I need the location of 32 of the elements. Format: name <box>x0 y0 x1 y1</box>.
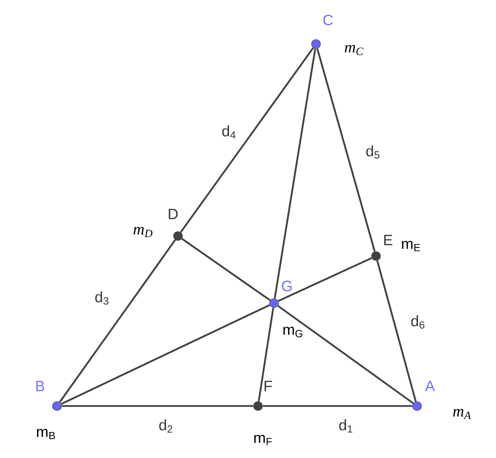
mass-label: m$_{C}$ <box>344 44 364 56</box>
point-label: E <box>384 234 392 246</box>
line-segment <box>60 304 270 405</box>
segment-label: d$_{1}$ <box>338 418 354 434</box>
line-segment <box>258 308 274 402</box>
line-segment <box>59 239 176 403</box>
line-segment <box>262 405 412 407</box>
line-segment <box>277 305 414 404</box>
mass-label: m$_{G}$ <box>283 326 302 338</box>
mass-label: m$_{D}$ <box>134 226 152 238</box>
line-segment <box>316 48 376 252</box>
line-segment <box>278 257 372 302</box>
segment-label: d$_{4}$ <box>220 124 238 140</box>
point-label: B <box>36 380 44 392</box>
point-label: F <box>264 380 272 392</box>
mass-label: m$_{E}$ <box>402 240 420 252</box>
point-label: G <box>282 280 292 292</box>
point-label: D <box>168 208 178 220</box>
segment-label: d$_{6}$ <box>410 314 426 330</box>
line-segment <box>376 260 417 402</box>
line-segment <box>274 48 316 298</box>
segment-label: d$_{5}$ <box>364 144 382 160</box>
mass-label: m$_{A}$ <box>453 408 471 420</box>
segment-label: d$_{2}$ <box>158 418 174 434</box>
mass-label: m$_{F}$ <box>254 434 272 446</box>
line-segment <box>181 238 271 301</box>
line-segment <box>180 47 314 233</box>
segment-label: d$_{3}$ <box>94 290 110 306</box>
point-label: A <box>425 380 435 392</box>
line-segment <box>62 405 254 407</box>
point-label: C <box>323 14 333 26</box>
mass-label: m$_{B}$ <box>37 428 55 440</box>
